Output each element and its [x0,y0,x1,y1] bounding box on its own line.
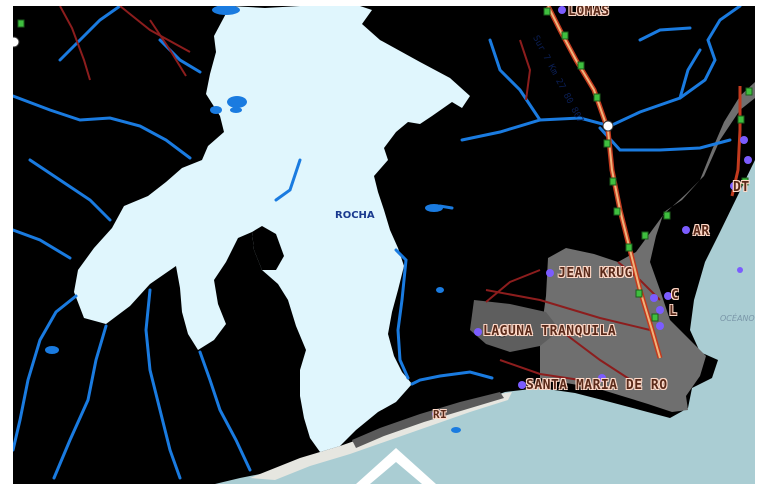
highway-shield-icon [496,326,508,338]
route-markers [17,7,753,322]
urban-area-east [540,82,755,412]
ocean-label: OCÉANO [720,314,755,323]
urban-area-laguna [470,300,560,352]
place-markers [432,6,752,418]
place-label-laguna-tranquila[interactable]: LAGUNA TRANQUILA [483,324,617,339]
place-label-l[interactable]: L [669,304,678,319]
place-label-ri[interactable]: RI [433,408,448,421]
river-network [13,6,742,480]
small-lakes [45,6,461,433]
lagoon-label: ROCHA [335,210,375,221]
ocean [215,160,755,484]
place-label-lomas[interactable]: LOMAS [568,6,610,19]
place-label-ar[interactable]: AR [693,224,710,239]
lagoon [74,6,470,452]
place-label-jean-krug[interactable]: JEAN KRUG [558,266,633,281]
place-label-c[interactable]: C [671,288,680,303]
lagoon-peninsula [252,226,284,270]
north-arrow-icon[interactable] [356,448,436,484]
map-canvas[interactable] [13,6,755,484]
map-viewport[interactable]: LOMAS JEAN KRUG LAGUNA TRANQUILA SANTA M… [13,6,755,484]
place-label-santa-maria[interactable]: SANTA MARIA DE RO [526,378,668,393]
urban-strip-beach [352,392,504,448]
road-network [59,6,661,387]
highway-shield-icon [13,36,20,48]
place-label-dt[interactable]: DT [733,180,750,195]
highway-shield-icon [602,120,614,132]
